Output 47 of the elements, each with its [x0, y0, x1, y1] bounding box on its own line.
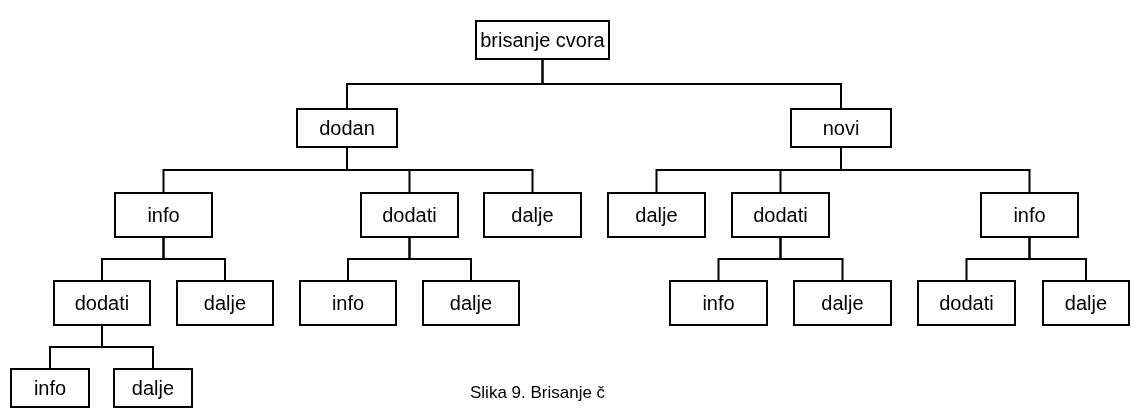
node-label: brisanje cvora	[480, 28, 605, 52]
node-label: dodati	[74, 291, 130, 315]
connector-line	[346, 147, 534, 193]
tree-node-box	[917, 280, 1016, 326]
node-label: dalje	[821, 291, 864, 315]
node-label: dalje	[635, 203, 678, 227]
tree-node-box	[669, 280, 768, 326]
tree-node-box	[483, 192, 582, 238]
node-label: info	[702, 291, 735, 315]
node-label: dodati	[753, 203, 808, 227]
tree-node-box	[113, 368, 193, 408]
node-label: dalje	[511, 203, 554, 227]
connector-line	[1028, 237, 1087, 281]
connector-line	[162, 237, 226, 281]
tree-node-box	[607, 192, 706, 238]
tree-node-box	[176, 280, 274, 326]
node-label: dodati	[939, 291, 994, 315]
tree-node-box	[1042, 280, 1130, 326]
connector-line	[541, 59, 842, 109]
node-label: dalje	[1064, 291, 1108, 315]
tree-node-box	[790, 108, 892, 148]
tree-node-box	[731, 192, 830, 238]
node-label: novi	[822, 116, 860, 140]
connector-line	[840, 147, 1031, 193]
tree-node-box	[299, 280, 397, 326]
tree-node-box	[10, 368, 90, 408]
tree-node-box	[296, 108, 398, 148]
tree-node-box	[53, 280, 151, 326]
node-label: dodati	[382, 203, 437, 227]
connector-line	[408, 237, 472, 281]
node-label: dodan	[319, 116, 375, 140]
node-label: dalje	[131, 376, 175, 400]
tree-node-box	[475, 20, 610, 60]
node-label: info	[33, 376, 67, 400]
node-label: info	[331, 291, 365, 315]
node-label: info	[1013, 203, 1046, 227]
node-label: info	[147, 203, 180, 227]
tree-node-box	[793, 280, 892, 326]
tree-node-box	[114, 192, 213, 238]
connector-line	[101, 325, 154, 369]
tree-node-box	[422, 280, 520, 326]
node-label: dalje	[449, 291, 493, 315]
connector-line	[779, 237, 844, 281]
tree-node-box	[980, 192, 1079, 238]
tree-node-box	[360, 192, 459, 238]
node-label: dalje	[203, 291, 247, 315]
figure-caption: Slika 9. Brisanje č	[470, 383, 606, 403]
